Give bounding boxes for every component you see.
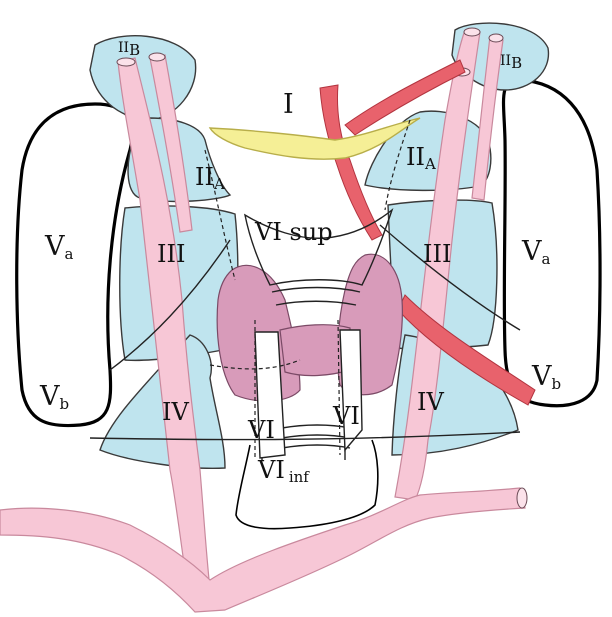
label-level-5a-left: Va — [44, 231, 74, 263]
label-level-6-left: VI — [247, 416, 275, 444]
label-level-5a-left-main: V — [44, 231, 65, 262]
label-level-2b-right: IIB — [500, 53, 522, 72]
vi-right-box — [339, 329, 363, 452]
label-level-5a-left-sub: a — [65, 245, 74, 263]
label-level-5b-right: Vb — [531, 361, 561, 393]
left-jugular-branch — [149, 54, 193, 233]
dashed-guide-4 — [337, 319, 341, 456]
label-level-2b-left-sub: B — [129, 41, 140, 59]
label-level-4-left: IV — [162, 398, 189, 426]
veins — [0, 27, 528, 613]
lower-artery-branch — [397, 294, 536, 406]
dashed-guide-2 — [384, 119, 411, 211]
label-level-5b-left-main: V — [39, 381, 60, 412]
label-level-2a-right: IIA — [406, 143, 436, 173]
cricoid-ring-2 — [275, 300, 357, 306]
label-level-5b-left-sub: b — [60, 395, 70, 413]
level-5-right-outline — [501, 78, 602, 408]
label-level-1: I — [283, 89, 294, 120]
label-level-6-inf-main: VI — [257, 456, 285, 484]
level-2a-right-zone — [364, 110, 492, 192]
right-jugular-branch — [471, 35, 504, 201]
labels: I IIB IIB IIA IIA III III IV IV Va Vb Va — [39, 40, 561, 486]
vein-cap-left-2 — [148, 52, 166, 62]
label-level-5a-right-main: V — [521, 236, 542, 267]
brachiocephalic-veins — [0, 487, 526, 613]
label-level-2a-left-main: II — [195, 163, 214, 191]
reference-line-lower — [89, 431, 521, 441]
label-level-3-left: III — [157, 240, 185, 268]
label-level-2b-right-sub: B — [511, 54, 522, 72]
label-level-5b-right-main: V — [531, 361, 552, 392]
label-level-2a-right-main: II — [406, 143, 425, 171]
reference-line-left-diagonal — [109, 239, 231, 371]
label-level-6-right: VI — [332, 402, 360, 430]
label-level-2b-left: IIB — [118, 40, 140, 59]
label-level-2b-right-main: II — [500, 53, 511, 69]
cricoid-ring-1 — [271, 286, 361, 293]
label-level-2a-left-sub: A — [213, 175, 225, 193]
level-6-inf-outline — [235, 439, 379, 530]
vein-cap-right-2 — [488, 33, 504, 43]
level-5-left-outline — [15, 102, 134, 428]
label-level-2a-left: IIA — [195, 163, 225, 193]
reference-line-right-diagonal — [379, 224, 521, 331]
label-level-6-inf-sub: inf — [289, 468, 310, 486]
thyroid-cartilage — [244, 207, 394, 286]
label-level-4-right: IV — [417, 388, 444, 416]
label-level-5a-right: Va — [521, 236, 551, 268]
vein-cap-left-1 — [116, 57, 136, 67]
label-level-5a-right-sub: a — [542, 250, 551, 268]
label-level-6-sup: VI sup — [254, 218, 333, 246]
dashed-guide-1 — [204, 149, 236, 281]
dashed-guides — [204, 119, 411, 460]
label-level-2b-left-main: II — [118, 40, 129, 56]
vi-left-box — [254, 331, 286, 459]
label-level-2a-right-sub: A — [424, 155, 436, 173]
reference-lines — [89, 224, 521, 441]
vein-cap-right-1 — [463, 27, 481, 37]
upper-artery-branch — [344, 59, 466, 136]
label-level-5b-right-sub: b — [552, 375, 562, 393]
hyoid-bone — [208, 117, 421, 160]
label-level-5b-left: Vb — [39, 381, 69, 413]
label-level-3-right: III — [423, 240, 451, 268]
thyroid-gland — [216, 253, 403, 402]
vein-cap-bottom-right — [516, 487, 528, 509]
dashed-guide-5 — [209, 359, 301, 370]
